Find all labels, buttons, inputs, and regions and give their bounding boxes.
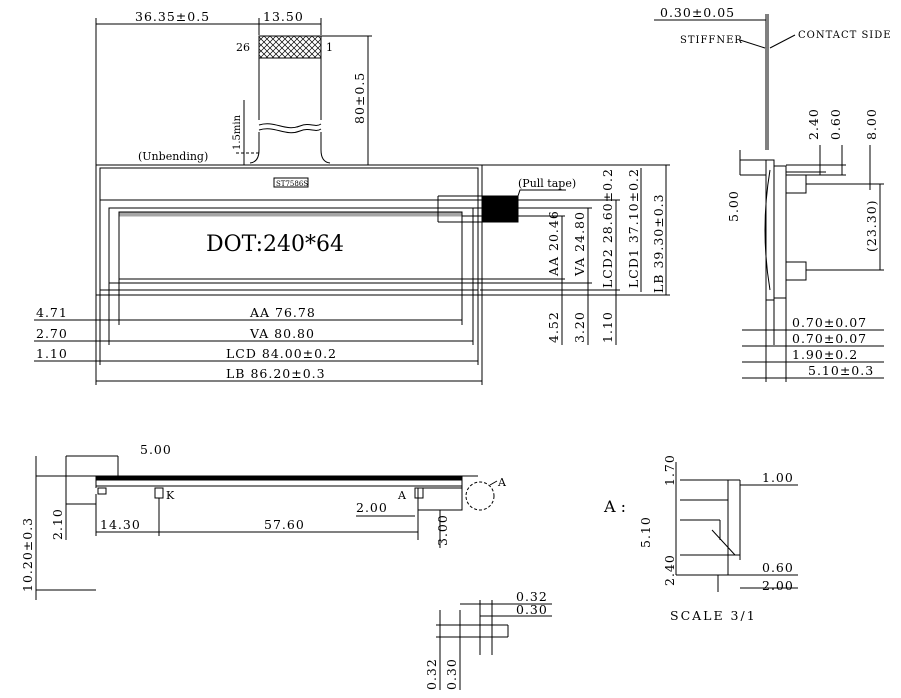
dim-side-500: 5.00: [726, 190, 741, 222]
dim-detail-510: 5.10: [638, 516, 653, 548]
dim-side-070a: 0.70±0.07: [792, 315, 867, 330]
unbending-label: (Unbending): [138, 150, 208, 163]
dim-detailb-030a: 0.30: [516, 602, 548, 617]
dim-detailb-030b: 0.30: [444, 658, 459, 690]
dim-va-height: VA 24.80: [572, 211, 587, 277]
dim-detail-060: 0.60: [762, 560, 794, 575]
dim-detail-170: 1.70: [662, 454, 677, 486]
detail-b-labels: 0.32 0.30 0.32 0.30: [424, 589, 548, 690]
dim-side-510: 5.10±0.3: [808, 363, 874, 378]
k-terminal-label: K: [166, 489, 175, 502]
dim-detail-200: 2.00: [762, 578, 794, 593]
top-view: [34, 18, 670, 385]
dim-lb-width: LB 86.20±0.3: [226, 366, 326, 381]
dim-offset-110-right: 1.10: [600, 311, 615, 343]
dim-fpc-offset: 36.35±0.5: [135, 9, 210, 24]
detail-b: [436, 600, 552, 690]
top-view-labels: 36.35±0.5 13.50 26 1 80±0.5 1.5min (Unbe…: [36, 9, 666, 381]
pin-26-label: 26: [236, 41, 250, 54]
ic-label: ST7586S: [276, 180, 308, 188]
detail-a-labels: A : 1.70 1.00 5.10 2.40 0.60 2.00 SCALE …: [603, 454, 794, 623]
detail-a-callout: A: [497, 476, 507, 489]
dim-detail-240: 2.40: [662, 554, 677, 586]
dim-side-800: 8.00: [864, 108, 879, 140]
dim-bottom-5760: 57.60: [264, 517, 305, 532]
dim-detail-100: 1.00: [762, 470, 794, 485]
pull-tape-label: (Pull tape): [518, 177, 576, 190]
dim-bottom-210: 2.10: [50, 508, 65, 540]
dim-bottom-500: 5.00: [140, 442, 172, 457]
dim-detailb-032b: 0.32: [424, 658, 439, 690]
stiffner-label: STIFFNER: [680, 35, 743, 46]
dim-va-width: VA 80.80: [249, 326, 315, 341]
dim-bottom-1430: 14.30: [100, 517, 141, 532]
dim-side-060: 0.60: [828, 108, 843, 140]
dim-lcd-width: LCD 84.00±0.2: [226, 346, 337, 361]
dim-lcd2-height: LCD2 28.60±0.2: [600, 168, 615, 288]
bottom-view-labels: 5.00 K A A 14.30 57.60 2.00 3.00 2.10 10…: [20, 442, 507, 592]
dim-offset-320: 3.20: [572, 311, 587, 343]
dim-side-190: 1.90±0.2: [792, 347, 858, 362]
dim-detailb-032a: 0.32: [516, 589, 548, 604]
dim-lcd1-height: LCD1 37.10±0.2: [626, 168, 641, 288]
side-view: [654, 14, 884, 382]
dim-offset-452: 4.52: [546, 311, 561, 343]
dim-bend-min: 1.5min: [232, 114, 243, 150]
dim-side-240: 2.40: [806, 108, 821, 140]
dot-resolution: DOT:240*64: [206, 232, 344, 257]
dim-fpc-width: 13.50: [263, 9, 304, 24]
dim-offset-270: 2.70: [36, 326, 68, 341]
bottom-view: [35, 455, 498, 600]
dim-side-2330: (23.30): [864, 199, 879, 252]
dim-bottom-300: 3.00: [435, 514, 450, 546]
dim-offset-110: 1.10: [36, 346, 68, 361]
dim-side-070b: 0.70±0.07: [792, 331, 867, 346]
a-terminal-label: A: [397, 489, 407, 502]
dim-bottom-1020: 10.20±0.3: [20, 517, 35, 592]
dim-aa-width: AA 76.78: [249, 305, 316, 320]
dim-offset-471: 4.71: [36, 305, 68, 320]
contact-side-label: CONTACT SIDE: [798, 30, 892, 41]
scale-label: SCALE 3/1: [670, 608, 757, 623]
dim-fpc-length: 80±0.5: [352, 72, 367, 124]
detail-a: [675, 462, 798, 592]
dim-stiffener-thickness: 0.30±0.05: [660, 5, 735, 20]
detail-a-title: A :: [603, 497, 626, 516]
dim-lb-height: LB 39.30±0.3: [651, 193, 666, 293]
dim-bottom-200: 2.00: [356, 500, 388, 515]
pin-1-label: 1: [326, 41, 333, 54]
side-view-labels: 0.30±0.05 STIFFNER CONTACT SIDE 2.40 0.6…: [660, 5, 892, 378]
dim-aa-height: AA 20.46: [546, 210, 561, 277]
